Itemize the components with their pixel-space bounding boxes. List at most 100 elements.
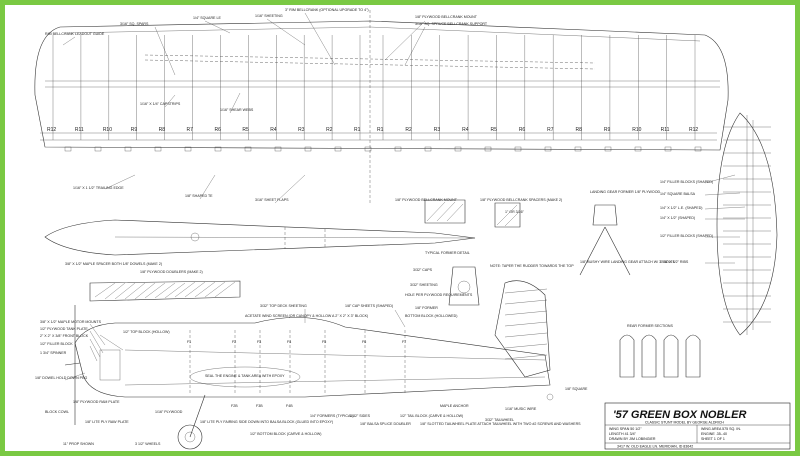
former-label: F2 <box>232 340 236 344</box>
rudder-rib <box>504 354 548 360</box>
label-cap-sheets: 1/8" CAP SHEETS (SHAPED) <box>345 304 393 308</box>
label-spars: 3/16" SQ. SPARS <box>120 22 149 26</box>
former-label: F3 <box>257 340 261 344</box>
rib-label: R9 <box>131 127 138 133</box>
doubler-parts <box>89 199 521 302</box>
label-ram-plate: 1/8" PLYWOOD RAM PLATE <box>73 400 120 404</box>
rib-label: R11 <box>661 127 670 133</box>
gear-former <box>592 204 618 226</box>
rudder-rib <box>504 343 548 349</box>
stab-outline <box>716 112 778 336</box>
rib-label: R2 <box>326 127 333 133</box>
bellcrank-lines-2 <box>144 59 596 70</box>
rudder-rib <box>504 299 548 305</box>
spec-sheet: SHEET 1 OF 1 <box>701 437 725 441</box>
hinge <box>274 146 282 152</box>
gear-leg <box>189 394 206 438</box>
hinge <box>64 146 72 152</box>
label-dowel-peg: 1/8" DOWEL HOLD DOWN PEG <box>35 376 87 380</box>
spec-area: WING AREA 575 SQ. IN. <box>701 427 741 431</box>
label-tailwheel-plate: 1/8" SLOTTED TAILWHEEL PLATE ATTACH TAIL… <box>420 422 581 426</box>
label-tank-plate: 1/2" PLYWOOD TANK PLATE <box>40 327 88 331</box>
stab-ribs <box>723 126 771 323</box>
hinge <box>394 146 402 152</box>
rib-label: R5 <box>490 127 497 133</box>
spec-drawn: DRAWN BY JIM LOBINGIER <box>609 437 656 441</box>
former-bottom-label: F4B <box>286 404 293 408</box>
rib-label: R7 <box>187 127 194 133</box>
doubler-piece <box>89 280 241 302</box>
label-tailwheel: 3/32" TAILWHEEL <box>485 418 514 422</box>
hinge <box>664 146 672 152</box>
title-block: '57 GREEN BOX NOBLER CLASSIC STUNT MODEL… <box>604 402 791 450</box>
label-caps: 3/32" CAPS <box>413 268 433 272</box>
label-square-le: 1/4" SQUARE LE <box>193 16 221 20</box>
rudder-rib <box>504 310 548 316</box>
hinge <box>94 146 102 152</box>
title-box <box>604 402 791 450</box>
label-windscreen: ACETATE WIND SCREEN (OR CANOPY & HOLLOW … <box>245 314 368 318</box>
hinge <box>694 146 702 152</box>
rib-label: R1 <box>377 127 384 133</box>
doubler-hatch <box>94 281 236 300</box>
hinge <box>214 146 222 152</box>
fuselage-side-outline <box>74 317 551 398</box>
label-stab-le: 1/4" X 1/2" L.E. (SHAPED) <box>660 206 703 210</box>
hinge <box>334 146 342 152</box>
rib-label: R10 <box>632 127 641 133</box>
rib-label: R12 <box>47 127 56 133</box>
label-sheeting-2: 3/32" SHEETING <box>410 283 438 287</box>
tailwheel <box>546 393 554 401</box>
label-sheet-flaps: 3/16" SHEET FLAPS <box>255 198 289 202</box>
flap-hinges <box>64 146 702 152</box>
label-wheels: 3 1/2" WHEELS <box>135 442 161 446</box>
former-label: F6 <box>362 340 366 344</box>
rib-label: R6 <box>214 127 221 133</box>
former-detail <box>448 266 480 306</box>
rear-former-1 <box>619 334 635 378</box>
label-filler-blocks: 1/4" FILLER BLOCKS (SHAPED) <box>660 180 713 184</box>
label-filler-block: 1/2" FILLER BLOCK <box>40 342 73 346</box>
hinge <box>514 146 522 152</box>
label-formers: 1/4" FORMERS (TYPICAL) <box>310 414 354 418</box>
label-stab-ribs: 1/16" X 1/2" RIBS <box>660 260 689 264</box>
label-lite-ply: 1/8" LITE PLY RAW PLATE <box>85 420 129 424</box>
spacer-hatch-2 <box>496 204 520 227</box>
rudder-rib <box>504 321 548 327</box>
hinge <box>124 146 132 152</box>
propeller <box>64 305 81 425</box>
label-plywood: 1/16" PLYWOOD <box>155 410 183 414</box>
rudder-ribs <box>504 288 548 360</box>
rib-label: R4 <box>462 127 469 133</box>
label-tail-block: 1/2" TAIL BLOCK (CARVE & HOLLOW) <box>400 414 463 418</box>
label-capstrips: 1/16" X 1/4" CAPSTRIPS <box>140 102 181 106</box>
bellcrank-lines <box>144 54 596 64</box>
label-ply-mount: 1/8" PLYWOOD BELLCRANK MOUNT <box>415 15 478 19</box>
label-maple-spacer: 3/8" X 1/2" MAPLE SPACER BOTH 1/8" DOWEL… <box>65 262 162 266</box>
rear-former-4 <box>685 334 701 378</box>
hinge <box>454 146 462 152</box>
label-top-deck: 3/32" TOP DECK SHEETING <box>260 304 307 308</box>
spacer-piece <box>424 199 466 224</box>
former-label: F7 <box>402 340 406 344</box>
label-front-block: 2" X 2" X 3/8" FRONT BLOCK <box>40 334 89 338</box>
hinge <box>364 146 372 152</box>
plan-title: '57 GREEN BOX NOBLER <box>613 409 746 421</box>
rib-label: R8 <box>576 127 583 133</box>
hinge <box>634 146 642 152</box>
spec-length: LENGTH 41 3/4" <box>609 432 637 436</box>
label-rear-former-sections: REAR FORMER SECTIONS <box>627 324 674 328</box>
rib-label: R2 <box>405 127 412 133</box>
hinge <box>574 146 582 152</box>
former-bottom-label: F3B <box>256 404 263 408</box>
former-bottom-label: F2B <box>231 404 238 408</box>
hinge <box>184 146 192 152</box>
label-leadout-guide: RIM BELLCRANK LEADOUT GUIDE <box>45 32 105 36</box>
label-prop: 11" PROP SHOWN <box>63 442 94 446</box>
